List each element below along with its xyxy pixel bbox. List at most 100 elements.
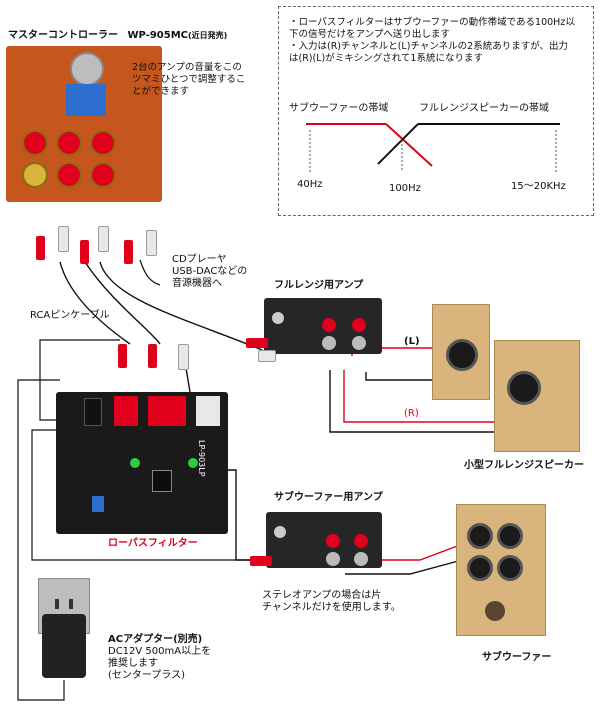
rca-plug-icon [58, 226, 69, 252]
terminal-black-icon [326, 552, 340, 566]
stereo-note-line: ステレオアンプの場合は片 [262, 590, 382, 601]
speaker-wire-left-black [365, 372, 440, 381]
rca-plug-icon [36, 236, 45, 260]
fullrange-amp [264, 298, 382, 354]
ic-chip-icon [152, 470, 172, 492]
full-rolloff-black [377, 123, 419, 165]
stereo-note: ステレオアンプの場合は片 チャンネルだけを使用します。 [262, 590, 401, 614]
sub-wire-black [345, 559, 463, 575]
knob-desc-line: ツマミひとつで調整するこ [132, 74, 246, 85]
rca-plug-icon [118, 344, 127, 368]
info-line: ・ローパスフィルターはサブウーファーの動作帯域である100Hz以 [289, 17, 575, 28]
speaker-driver-icon [446, 339, 478, 371]
speaker-wire-right-black [329, 370, 500, 433]
rca-jack-icon [56, 130, 82, 156]
cable-to-source [139, 259, 161, 286]
adapter-label: ACアダプター(別売) DC12V 500mA以上を 推奨します (センタープラ… [108, 634, 211, 682]
master-controller-board [6, 46, 162, 202]
amp-knob-icon [274, 526, 286, 538]
info-line: ・入力は(R)チャンネルと(L)チャンネルの2系統ありますが、出力 [289, 41, 569, 52]
rca-plug-icon [80, 240, 89, 264]
adapter-line: (センタープラス) [108, 670, 186, 681]
adapter-title: ACアダプター(別売) [108, 634, 203, 645]
speaker-driver-icon [467, 555, 493, 581]
speaker-driver-icon [497, 523, 523, 549]
trimmer-icon [92, 496, 104, 512]
rca-jack-icon [22, 162, 48, 188]
terminal-red-icon [322, 318, 336, 332]
subwoofer [456, 504, 546, 636]
speakers-label: 小型フルレンジスピーカー [464, 460, 584, 471]
stereo-note-line: チャンネルだけを使用します。 [262, 602, 401, 613]
master-title-text: マスターコントローラー [8, 30, 118, 41]
outlet-slot-icon [69, 599, 73, 609]
rca-jack-icon [148, 396, 186, 426]
cable-master-to-lowpass-2 [84, 261, 161, 345]
rca-plug-icon [98, 226, 109, 252]
subwoofer-label: サブウーファー [482, 652, 552, 663]
rca-jack-icon [22, 130, 48, 156]
source-label-line: USB-DACなどの [172, 266, 248, 277]
ac-adapter-icon [42, 614, 86, 678]
knob-desc-line: 2台のアンプの音量をこの [132, 62, 242, 73]
rca-cable-label: RCAピンケーブル [30, 310, 110, 321]
rca-plug-icon [124, 240, 133, 264]
info-text: ・ローパスフィルターはサブウーファーの動作帯域である100Hz以 下の信号だけを… [289, 17, 575, 65]
lowpass-label: ローパスフィルター [108, 538, 198, 549]
terminal-black-icon [352, 336, 366, 350]
fullrange-speaker-right [494, 340, 580, 452]
potentiometer-icon [66, 84, 106, 116]
fullrange-speaker-left [432, 304, 490, 400]
master-controller-title: マスターコントローラー WP-905MC(近日発売) [8, 30, 227, 42]
speaker-driver-icon [467, 523, 493, 549]
rca-plug-icon [146, 230, 157, 256]
source-label-line: CDプレーヤ [172, 254, 227, 265]
source-label: CDプレーヤ USB-DACなどの 音源機器へ [172, 254, 247, 290]
terminal-red-icon [352, 318, 366, 332]
sub-amp [266, 512, 382, 568]
sub-band-label: サブウーファーの帯域 [289, 103, 389, 114]
terminal-black-icon [354, 552, 368, 566]
adapter-line: 推奨します [108, 658, 158, 669]
rca-plug-icon [148, 344, 157, 368]
speaker-driver-icon [497, 555, 523, 581]
adapter-line: DC12V 500mA以上を [108, 646, 212, 657]
channel-left-label: (L) [404, 336, 420, 347]
master-model: WP-905MC [127, 30, 188, 41]
info-box: ・ローパスフィルターはサブウーファーの動作帯域である100Hz以 下の信号だけを… [278, 6, 594, 216]
bass-port-icon [485, 601, 505, 621]
dc-jack-icon [84, 398, 102, 426]
led-icon [188, 458, 198, 468]
amp-knob-icon [272, 312, 284, 324]
fullrange-amp-label: フルレンジ用アンプ [274, 280, 364, 291]
rca-plug-icon [178, 344, 189, 370]
freq-100-label: 100Hz [389, 183, 421, 194]
speaker-driver-icon [507, 371, 541, 405]
knob-desc-line: とができます [132, 86, 190, 97]
channel-right-label: (R) [404, 408, 419, 419]
outlet-slot-icon [55, 599, 59, 609]
rca-plug-icon [246, 338, 268, 348]
rca-jack-icon [90, 162, 116, 188]
info-line: は(R)(L)がミキシングされて1系統になります [289, 53, 483, 64]
info-line: 下の信号だけをアンプへ送り出します [289, 29, 450, 40]
freq-40-label: 40Hz [297, 179, 323, 190]
lowpass-filter-board: LP-903LP [56, 392, 228, 534]
freq-high-label: 15〜20KHz [511, 181, 566, 192]
cable-master-to-lowpass [59, 261, 131, 345]
led-icon [130, 458, 140, 468]
lowpass-board-text: LP-903LP [197, 440, 206, 477]
full-band-label: フルレンジスピーカーの帯域 [419, 103, 549, 114]
master-note: (近日発売) [187, 31, 228, 40]
volume-knob-icon [70, 52, 104, 86]
sub-rolloff-red [385, 123, 433, 167]
cable-adapter [17, 379, 65, 701]
rca-jack-icon [56, 162, 82, 188]
rca-jack-icon [90, 130, 116, 156]
cable-master-to-fullrange-amp [99, 261, 263, 351]
terminal-black-icon [322, 336, 336, 350]
sub-amp-label: サブウーファー用アンプ [274, 492, 383, 503]
rca-plug-icon [250, 556, 272, 566]
rca-plug-icon [258, 350, 276, 362]
